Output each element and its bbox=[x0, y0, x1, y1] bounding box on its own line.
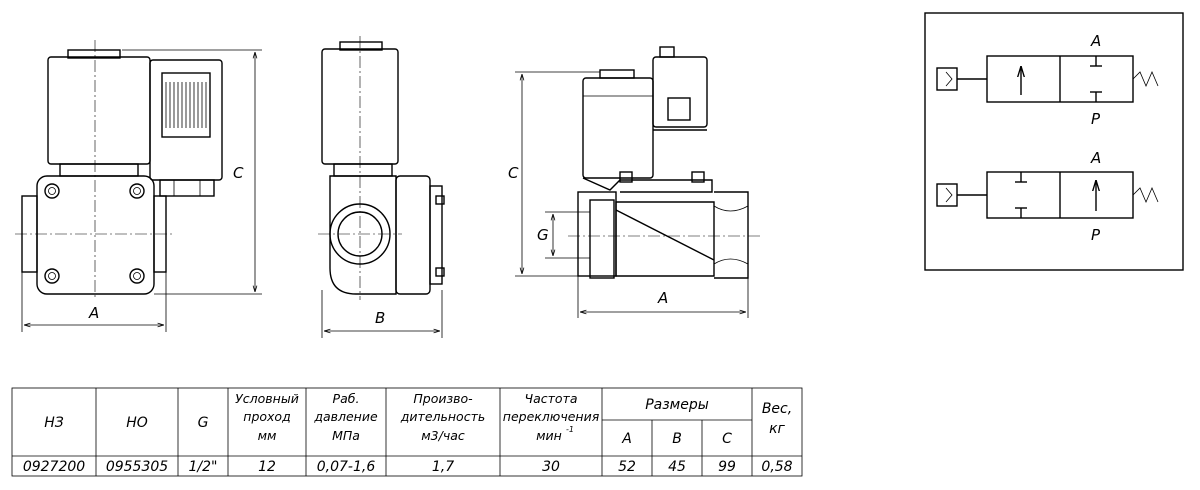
header-flow-3: м3/час bbox=[421, 428, 465, 443]
header-flow-2: дительность bbox=[400, 409, 485, 424]
section-view bbox=[515, 46, 760, 318]
header-freq-1: Частота bbox=[525, 391, 578, 406]
header-pressure-1: Раб. bbox=[333, 391, 360, 406]
header-g: G bbox=[198, 415, 209, 431]
header-bore-1: Условный bbox=[235, 391, 299, 406]
header-sizes: Размеры bbox=[645, 397, 709, 413]
spec-table bbox=[11, 387, 803, 477]
header-freq-superscript: -1 bbox=[566, 425, 574, 434]
cell-size-b: 45 bbox=[668, 459, 686, 475]
cell-bore: 12 bbox=[258, 459, 276, 475]
header-weight-2: кг bbox=[769, 421, 785, 437]
header-flow-1: Произво- bbox=[413, 391, 473, 406]
valve-schematic bbox=[924, 12, 1184, 271]
front-view bbox=[15, 40, 262, 332]
cell-size-c: 99 bbox=[718, 459, 736, 475]
cell-size-a: 52 bbox=[618, 459, 636, 475]
upper-port-a: A bbox=[1090, 32, 1101, 50]
header-pressure-3: МПа bbox=[332, 428, 360, 443]
cell-freq: 30 bbox=[542, 459, 560, 475]
lower-port-a: A bbox=[1090, 149, 1101, 167]
header-freq-3: мин bbox=[536, 428, 562, 443]
header-freq-2: переключения bbox=[503, 409, 600, 424]
dim-c-label: C bbox=[233, 164, 244, 182]
header-bore-3: мм bbox=[258, 428, 277, 443]
cell-g: 1/2" bbox=[189, 459, 218, 475]
side-view bbox=[318, 36, 445, 338]
header-weight-1: Вес, bbox=[762, 401, 792, 417]
dim-b-label: B bbox=[375, 309, 385, 327]
header-nz: НЗ bbox=[44, 415, 64, 431]
section-dim-a-label: A bbox=[657, 289, 668, 307]
header-bore-2: проход bbox=[243, 409, 290, 424]
cell-nz: 0927200 bbox=[23, 459, 85, 475]
cell-no: 0955305 bbox=[106, 459, 168, 475]
section-dim-c-label: C bbox=[508, 164, 519, 182]
header-size-b: B bbox=[672, 431, 682, 447]
header-size-a: A bbox=[621, 431, 632, 447]
header-pressure-2: давление bbox=[313, 409, 378, 424]
lower-port-p: P bbox=[1091, 226, 1101, 244]
cell-flow: 1,7 bbox=[432, 459, 454, 475]
upper-port-p: P bbox=[1091, 110, 1101, 128]
header-size-c: C bbox=[722, 431, 732, 447]
dim-a-label: A bbox=[88, 304, 99, 322]
header-no: НО bbox=[126, 415, 148, 431]
cell-weight: 0,58 bbox=[761, 459, 792, 475]
cell-pressure: 0,07-1,6 bbox=[317, 459, 376, 475]
section-dim-g-label: G bbox=[537, 226, 549, 244]
